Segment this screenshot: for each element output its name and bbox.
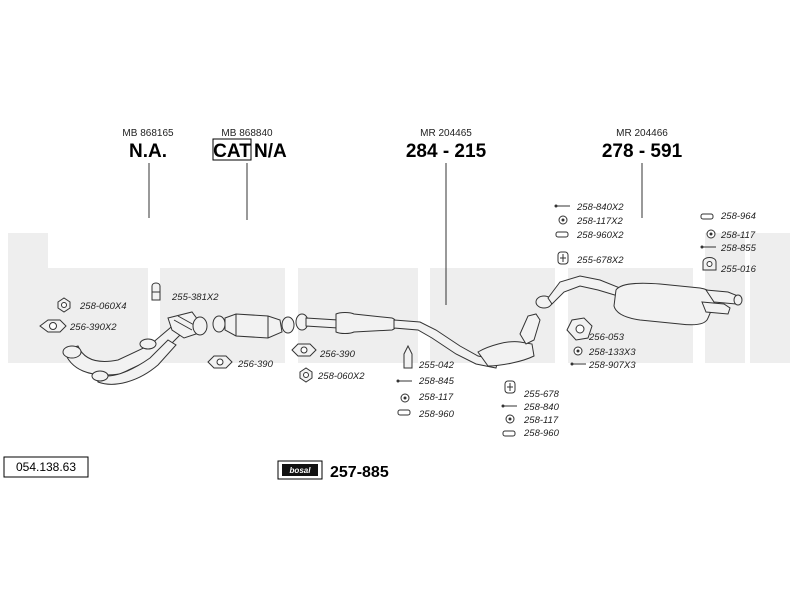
part-number: 258-117	[418, 392, 454, 403]
brand-logo	[282, 464, 318, 476]
part-number: 255-042	[418, 360, 455, 371]
reference-number: MR 204466	[616, 128, 668, 139]
part-number: 258-907X3	[588, 360, 636, 371]
ring-icon	[706, 229, 716, 239]
cat-box	[212, 138, 252, 161]
part-number: 258-960	[523, 428, 560, 439]
ring-icon	[400, 393, 410, 403]
rubber-icon	[397, 409, 411, 416]
rear-silencer	[535, 275, 743, 326]
part-number: 258-840X2	[576, 202, 624, 213]
ring-icon	[558, 215, 568, 225]
header-group-2: MB 868840 CAT N/A	[212, 128, 287, 220]
catalog-number: 054.138.63	[16, 460, 76, 474]
reference-number: MB 868165	[122, 128, 174, 139]
header-group-1: MB 868165 N.A.	[122, 128, 174, 218]
clamp-icon	[557, 251, 569, 265]
part-number: 258-960X2	[576, 230, 624, 241]
part-number: 258-133X3	[588, 347, 636, 358]
clamp-icon	[504, 380, 516, 394]
gasket-icon	[291, 343, 317, 357]
rubber-icon	[502, 430, 516, 437]
nut-icon	[299, 367, 313, 383]
bolt-icon	[151, 282, 161, 301]
gasket-icon	[207, 355, 233, 369]
catalytic-converter	[212, 313, 295, 339]
part-number: 258-117X2	[576, 216, 623, 227]
gasket-icon	[566, 317, 593, 341]
part-code: 278 - 591	[602, 141, 683, 162]
part-number: 258-845	[418, 376, 455, 387]
part-number: 258-960	[418, 409, 455, 420]
spring-icon	[501, 404, 517, 408]
part-number: 255-016	[720, 264, 757, 275]
part-number: 258-060X4	[79, 301, 126, 312]
part-number: 256-390	[237, 359, 274, 370]
header-group-3: MR 204465 284 - 215	[406, 128, 487, 305]
part-number: 256-053	[588, 332, 625, 343]
part-code: 284 - 215	[406, 141, 487, 162]
part-code: N/A	[254, 141, 287, 162]
spring-icon	[554, 204, 570, 208]
part-number: 255-678	[523, 389, 560, 400]
header-group-4: MR 204466 278 - 591	[602, 128, 683, 218]
rubber-icon	[555, 231, 569, 238]
part-number: 258-117	[720, 230, 756, 241]
ring-icon	[505, 414, 515, 424]
front-pipe	[62, 311, 208, 385]
part-number: 258-855	[720, 243, 757, 254]
brand-logo-text: bosal	[290, 466, 312, 475]
part-number: 256-390X2	[69, 322, 117, 333]
rubber-icon	[700, 213, 714, 220]
part-code: N.A.	[129, 141, 167, 162]
hanger-icon	[702, 257, 717, 271]
part-number: 255-678X2	[576, 255, 624, 266]
part-number: 258-840	[523, 402, 560, 413]
spring-icon	[700, 245, 716, 249]
kit-label: bosal 257-885	[277, 460, 389, 481]
part-number: 255-381X2	[171, 292, 219, 303]
catalog-number-box: 054.138.63	[3, 456, 89, 478]
screw-icon	[570, 362, 586, 366]
kit-code: 257-885	[330, 464, 389, 481]
reference-number: MR 204465	[420, 128, 472, 139]
part-number: 258-060X2	[317, 371, 365, 382]
center-pipe	[295, 312, 541, 369]
washer-icon	[573, 346, 583, 356]
part-number: 258-117	[523, 415, 559, 426]
part-number-labels: 258-060X4 256-390X2 255-381X2 256-390 25…	[69, 202, 757, 439]
part-code-boxed: CAT	[213, 141, 251, 162]
part-number: 258-964	[720, 211, 756, 222]
gasket-icon	[39, 319, 67, 333]
part-number: 256-390	[319, 349, 356, 360]
spring-icon	[396, 379, 412, 383]
reference-number: MB 868840	[221, 128, 273, 139]
hanger-icon	[403, 344, 413, 369]
nut-icon	[57, 297, 71, 313]
